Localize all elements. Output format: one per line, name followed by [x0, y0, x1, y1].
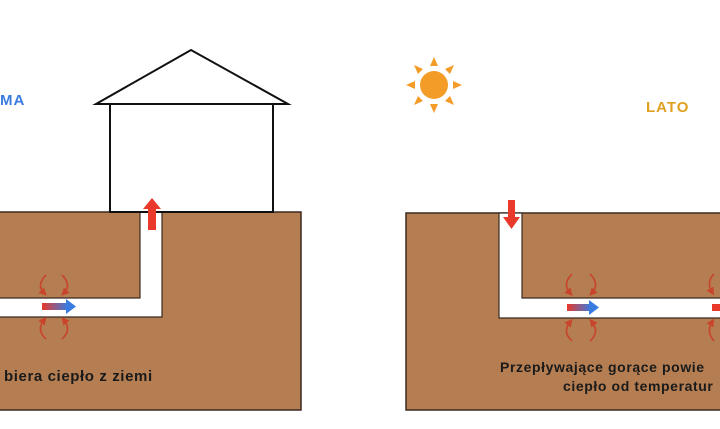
caption-summer-line1: Przepływające gorące powie — [500, 359, 705, 375]
caption-summer-line2: ciepło od temperatur — [563, 378, 714, 394]
heat-flow-arc-icon — [38, 274, 70, 340]
season-label-summer: LATO — [646, 99, 690, 116]
hot-air-arrow-icon — [503, 200, 520, 229]
heat-exchange-arrow-icon — [42, 299, 76, 314]
house-icon — [92, 48, 292, 213]
heat-exchange-arrow-icon — [567, 300, 599, 315]
hot-air-arrow-icon — [143, 198, 161, 230]
winter-panel — [0, 48, 302, 411]
season-label-winter: MA — [0, 92, 26, 109]
caption-winter: biera ciepło z ziemi — [4, 368, 153, 385]
heat-exchange-arrow-icon — [712, 304, 720, 311]
sun-icon — [406, 57, 462, 113]
heat-flow-arc-icon — [564, 273, 715, 342]
ground-pipe — [498, 212, 720, 319]
summer-panel — [405, 57, 720, 411]
